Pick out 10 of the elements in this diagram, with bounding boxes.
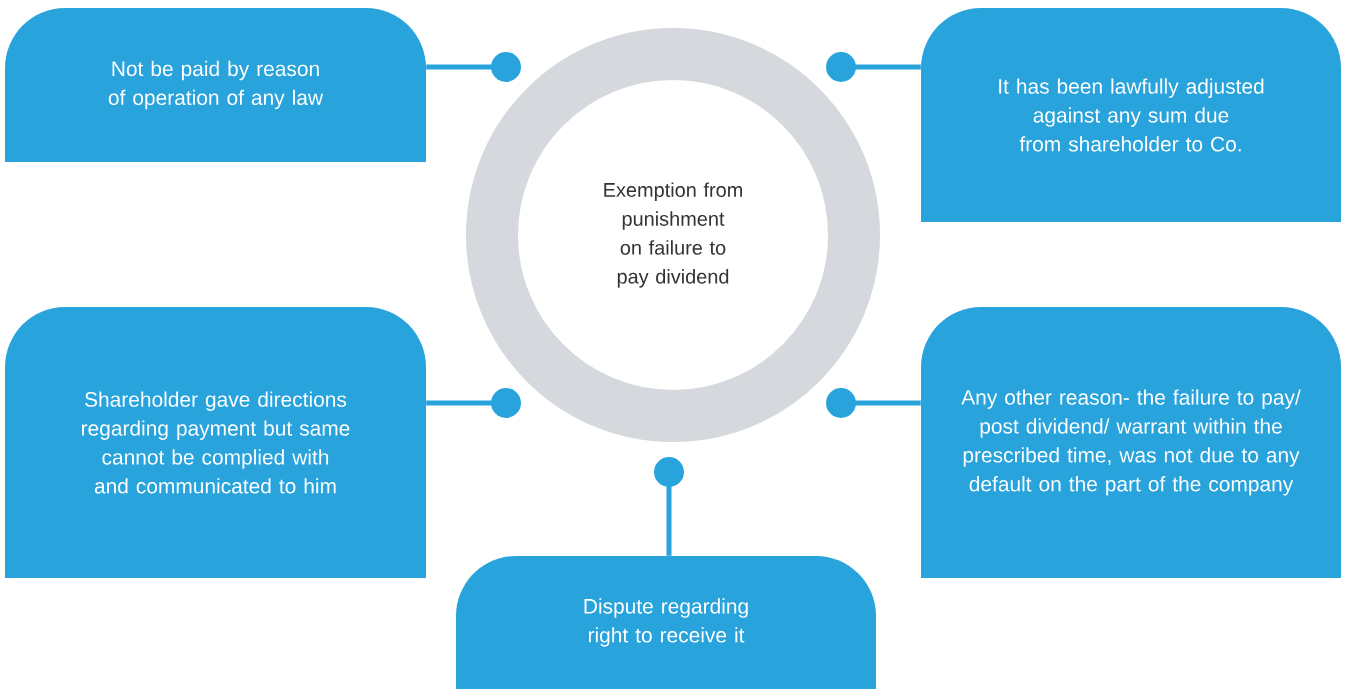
rounded-box: Not be paid by reason of operation of any law: [5, 8, 426, 162]
dot-connector: [826, 52, 921, 82]
dot-connector: [426, 388, 521, 418]
rounded-box: It has been lawfully adjusted against any sum due from shareholder to Co.: [921, 8, 1341, 222]
rounded-box: Dispute regarding right to receive it: [456, 556, 876, 689]
rounded-box: Any other reason- the failure to pay/ post dividend/ warrant within the prescribed time, was not due to any default on the part of the company: [921, 307, 1341, 578]
dot-connector: [426, 52, 521, 82]
dot-connector: [826, 388, 921, 418]
rounded-box: Shareholder gave directions regarding payment but same cannot be complied with and communicated to him: [5, 307, 426, 578]
dot-connector: [654, 457, 684, 556]
